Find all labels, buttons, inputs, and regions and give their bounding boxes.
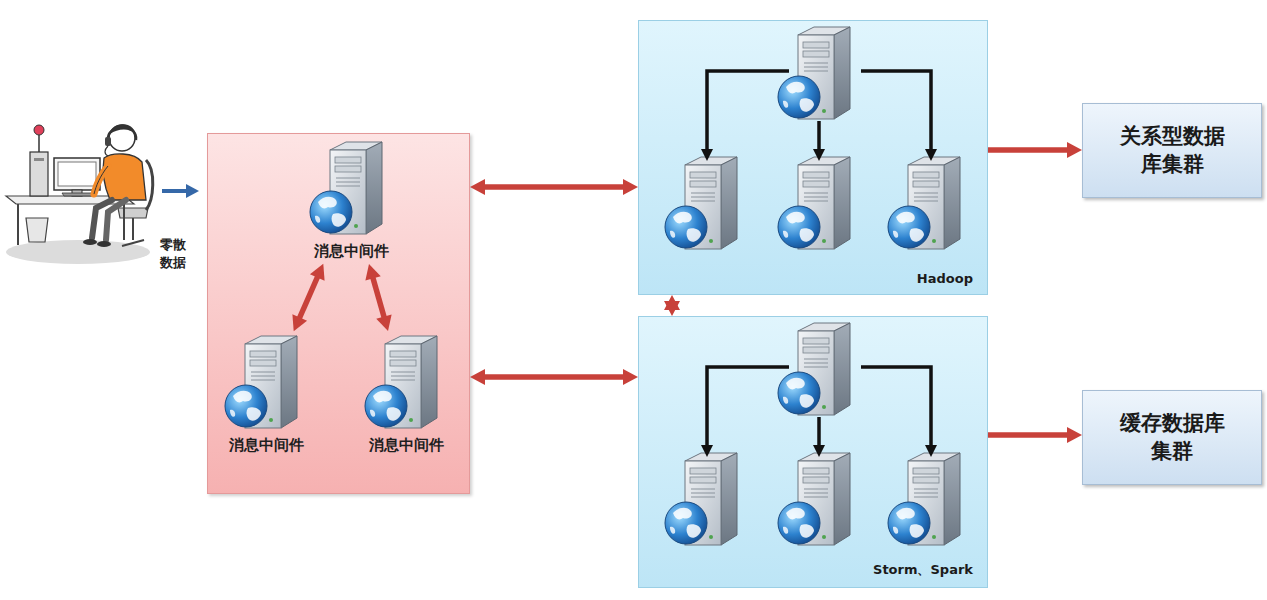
middleware-server: 消息中间件	[296, 140, 406, 261]
connector-group	[365, 264, 391, 331]
tree-arrow	[707, 71, 789, 151]
connector-group	[470, 369, 638, 385]
arrow-head	[623, 369, 638, 385]
arrow-head	[310, 264, 325, 281]
arrow-head	[701, 445, 713, 457]
database-cluster: 关系型数据库集群	[1082, 103, 1262, 198]
connector	[669, 304, 675, 307]
arrow-head	[365, 264, 380, 281]
server-icon	[888, 157, 960, 249]
arrow-head	[1067, 427, 1082, 443]
arrow-head	[664, 301, 680, 316]
connector-group	[664, 295, 680, 316]
database-cluster: 缓存数据库集群	[1082, 390, 1262, 485]
connector-group	[988, 142, 1082, 158]
node-label: 消息中间件	[314, 242, 389, 261]
connector	[988, 432, 1070, 438]
server-icon	[221, 334, 311, 434]
arrow-head	[470, 369, 485, 385]
arrow-head	[813, 445, 825, 457]
arrow-head	[623, 179, 638, 195]
node-label: 关系型数据库集群	[1113, 123, 1231, 178]
input-arrow	[158, 180, 202, 202]
connector	[482, 374, 626, 380]
tree-arrow	[707, 367, 789, 447]
middleware-server: 消息中间件	[351, 334, 461, 455]
cluster-tree	[639, 21, 987, 271]
server-icon	[306, 140, 396, 240]
connector	[372, 275, 385, 319]
node-label: 消息中间件	[229, 436, 304, 455]
connector-group	[988, 427, 1082, 443]
connector	[299, 275, 319, 321]
server-icon	[778, 453, 850, 545]
arrow-head	[701, 149, 713, 161]
arrow-head	[376, 315, 391, 332]
node-label: Hadoop	[917, 271, 973, 286]
node-label: Storm、Spark	[873, 561, 973, 579]
node-label: 缓存数据库集群	[1113, 410, 1231, 465]
tree-arrows	[701, 367, 937, 457]
server-icon	[778, 157, 850, 249]
tree-arrows	[701, 71, 937, 161]
middleware-server: 消息中间件	[211, 334, 321, 455]
arrow-head	[813, 149, 825, 161]
tree-arrow	[861, 367, 931, 447]
arrow-head	[664, 295, 680, 310]
tree-arrow	[817, 417, 821, 447]
server-icon	[665, 453, 737, 545]
connector	[988, 147, 1070, 153]
arrow-head	[1067, 142, 1082, 158]
compute-cluster: Storm、Spark	[638, 316, 988, 588]
input-label: 零散数据	[160, 236, 188, 271]
tree-arrow	[861, 71, 931, 151]
connector	[482, 184, 626, 190]
arrow-head	[925, 445, 937, 457]
tree-arrow	[817, 121, 821, 151]
server-icon	[361, 334, 451, 434]
arrow-head	[470, 179, 485, 195]
compute-cluster: Hadoop	[638, 20, 988, 295]
server-icon	[778, 27, 850, 119]
server-icon	[665, 157, 737, 249]
connector-group	[292, 264, 324, 332]
middleware-cluster: 消息中间件消息中间件消息中间件	[207, 133, 470, 494]
arrow-head	[292, 314, 307, 331]
server-icon	[888, 453, 960, 545]
node-label: 消息中间件	[369, 436, 444, 455]
arrow-head	[925, 149, 937, 161]
server-icon	[778, 323, 850, 415]
connector-group	[470, 179, 638, 195]
cluster-tree	[639, 317, 987, 567]
user-illustration	[0, 100, 160, 270]
